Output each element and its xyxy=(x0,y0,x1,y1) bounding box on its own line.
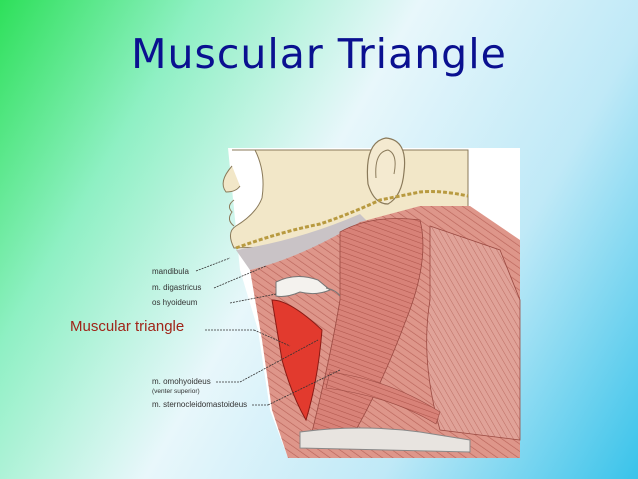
label-muscular-triangle: Muscular triangle xyxy=(70,318,184,335)
nose xyxy=(222,165,241,193)
lips xyxy=(228,199,235,227)
omohyoid-band xyxy=(325,371,441,425)
ear xyxy=(366,137,406,205)
hyoid-bone xyxy=(275,276,331,297)
label-omohyoideus-sub: (venter superior) xyxy=(152,388,200,395)
posterior-neck-muscles xyxy=(426,225,521,441)
muscular-triangle-region xyxy=(271,299,323,422)
jaw-shadow xyxy=(236,214,372,270)
label-sternocleidomastoideus: m. sternocleidomastoideus xyxy=(152,400,247,409)
label-hyoideum: os hyoideum xyxy=(152,298,198,307)
clavicle xyxy=(299,427,471,453)
label-mandibula: mandibula xyxy=(152,267,189,276)
slide-title: Muscular Triangle xyxy=(131,30,507,78)
label-omohyoideus: m. omohyoideus xyxy=(152,377,211,386)
jaw-edge xyxy=(235,190,469,250)
label-digastricus: m. digastricus xyxy=(152,283,201,292)
